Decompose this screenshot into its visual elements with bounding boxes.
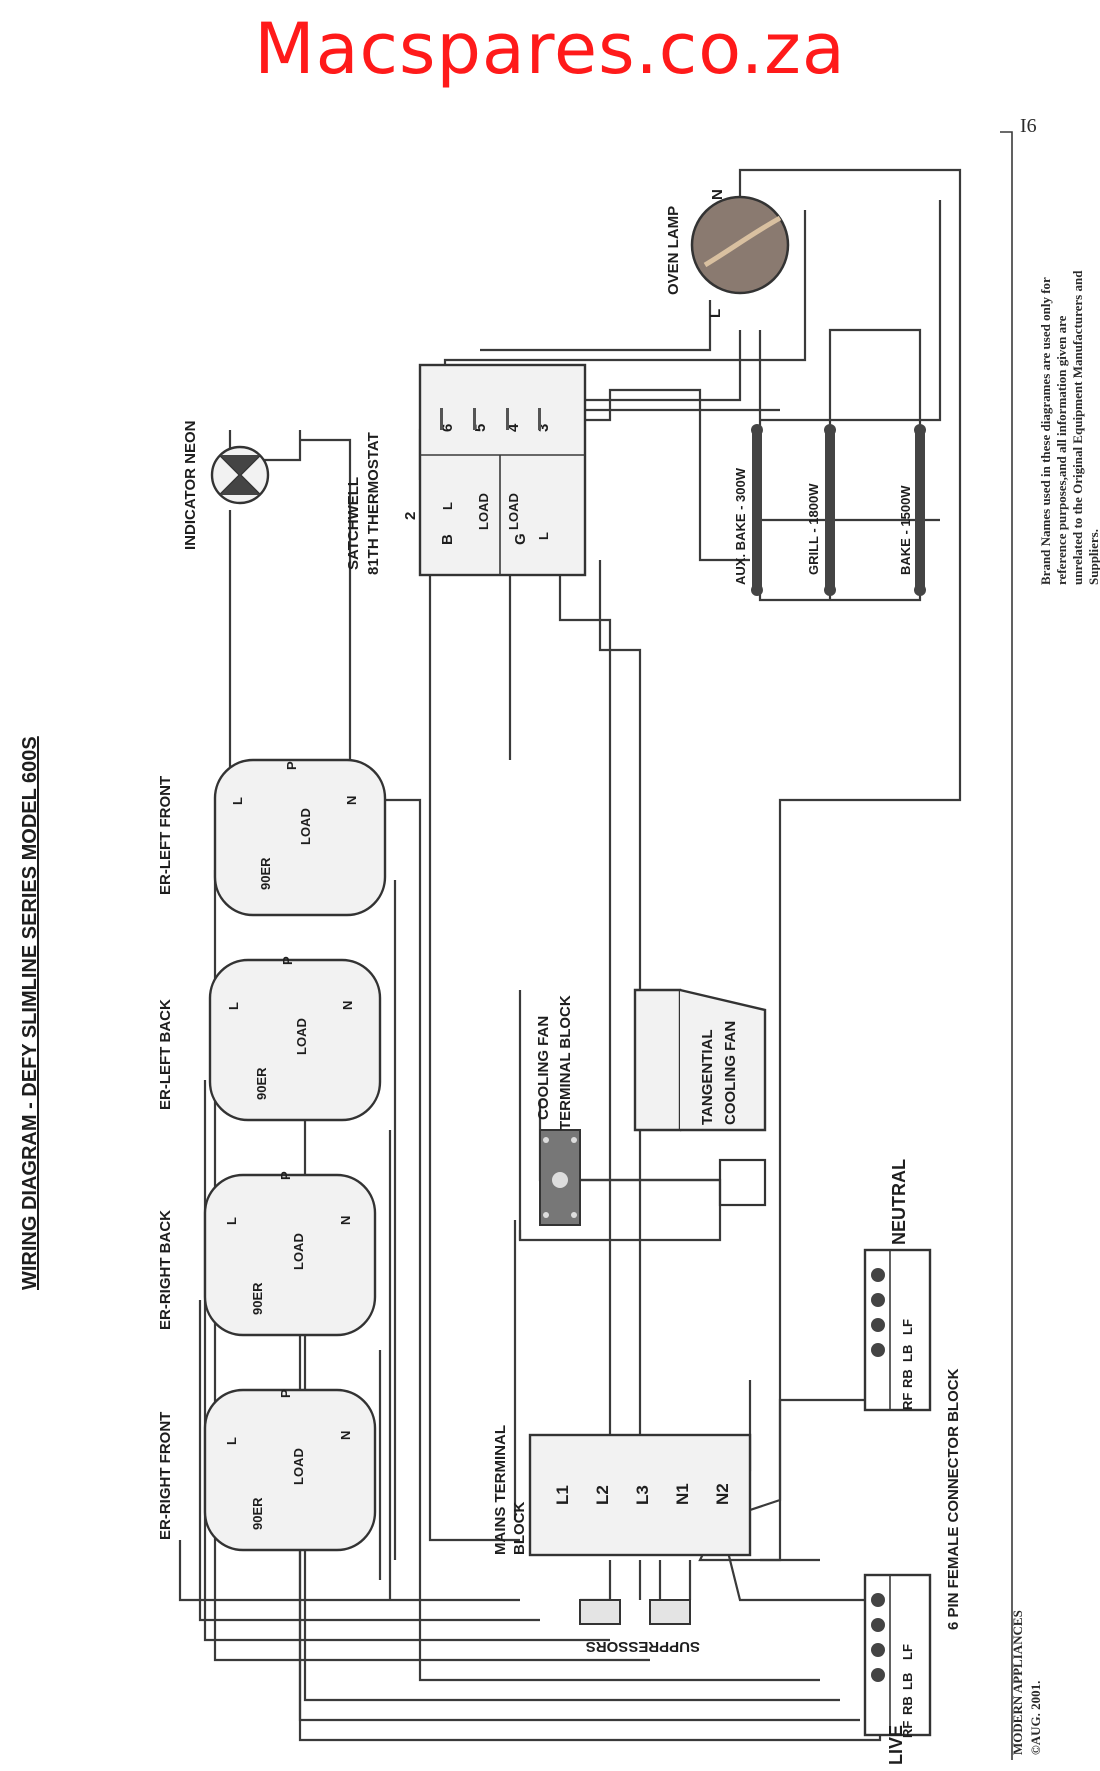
page-number: I6 [1020, 115, 1037, 137]
cooling-fan-terminal-block: COOLING FAN TERMINAL BLOCK [535, 995, 581, 1226]
element-left-front-label: 90ER [258, 857, 273, 890]
connector-live-label: LIVE [886, 1725, 906, 1765]
thermostat-terminal-b: B [439, 534, 456, 545]
element-right-front-name: ER-RIGHT FRONT [157, 1412, 174, 1540]
disclaimer-line-1: Brand Names used in these diagrames are … [1038, 277, 1053, 585]
watermark-text: Macspares.co.za [254, 8, 846, 90]
mains-terminal-l1: L1 [553, 1485, 572, 1505]
element-right-back-label: 90ER [250, 1282, 265, 1315]
heaters: AUX. BAKE - 300W GRILL - 1800W BAKE - 15… [733, 424, 926, 596]
element-right-back: ER-RIGHT BACK 90ER L P LOAD N [157, 1171, 377, 1337]
tangential-fan-line2: COOLING FAN [722, 1021, 739, 1125]
thermostat-terminal-4: 4 [505, 423, 522, 432]
mains-terminal-l3: L3 [633, 1485, 652, 1505]
disclaimer-line-3: unrelated to the Original Equipment Manu… [1070, 270, 1085, 585]
thermostat-terminal-3: 3 [535, 424, 552, 432]
mains-block-line2: BLOCK [511, 1502, 528, 1555]
cooling-fan-block-line1: COOLING FAN [535, 1016, 552, 1120]
element-left-back-l: L [226, 1002, 241, 1010]
element-left-back-n: N [340, 1001, 355, 1010]
connector-live-pin-rb: RB [900, 1696, 915, 1715]
indicator-neon-label: INDICATOR NEON [182, 421, 199, 550]
connector-neutral-pin-rf: RF [900, 1393, 915, 1410]
connector-live: LF LB RB RF LIVE [863, 1573, 932, 1765]
element-left-back-name: ER-LEFT BACK [157, 999, 174, 1110]
tangential-cooling-fan: TANGENTIAL COOLING FAN [633, 988, 767, 1207]
footer-copyright: ©AUG. 2001. [1028, 1681, 1043, 1755]
element-right-back-p: P [278, 1171, 293, 1180]
element-right-front-p: P [278, 1389, 293, 1398]
thermostat-terminal-2: 2 [402, 512, 419, 520]
connector-live-pin-lb: LB [900, 1673, 915, 1690]
oven-lamp-label: OVEN LAMP [665, 206, 682, 295]
element-right-front-l: L [224, 1437, 239, 1445]
disclaimer-line-2: reference purposes,and all information g… [1054, 315, 1069, 585]
connector-live-pin-rf: RF [900, 1721, 915, 1738]
indicator-neon: INDICATOR NEON [182, 421, 270, 550]
element-right-back-load: LOAD [291, 1233, 306, 1270]
thermostat-terminal-l1: L [440, 502, 455, 510]
element-right-front-n: N [338, 1431, 353, 1440]
connector-block-label: 6 PIN FEMALE CONNECTOR BLOCK [945, 1368, 962, 1630]
connector-live-pin-lf: LF [900, 1644, 915, 1660]
connector-neutral: LF LB RB RF NEUTRAL [863, 1159, 932, 1412]
element-right-front-label: 90ER [250, 1497, 265, 1530]
thermostat: SATCHWELL 81TH THERMOSTAT 2 L B LOAD LOA… [345, 363, 587, 577]
suppressors-label: SUPPRESSORS [586, 1638, 700, 1655]
element-right-back-l: L [224, 1217, 239, 1225]
oven-lamp-terminal-l: L [707, 309, 724, 318]
element-left-back-label: 90ER [254, 1067, 269, 1100]
tangential-fan-line1: TANGENTIAL [699, 1029, 716, 1125]
connector-neutral-label: NEUTRAL [889, 1159, 909, 1245]
mains-block-line1: MAINS TERMINAL [492, 1425, 509, 1555]
element-left-front-l: L [230, 797, 245, 805]
element-left-back-load: LOAD [294, 1018, 309, 1055]
element-left-front-p: P [284, 761, 299, 770]
element-left-front: ER-LEFT FRONT 90ER L P LOAD N [157, 758, 387, 917]
element-right-back-n: N [338, 1216, 353, 1225]
thermostat-terminal-5: 5 [472, 424, 489, 432]
element-right-front: ER-RIGHT FRONT 90ER L P LOAD N [157, 1388, 377, 1552]
page-number-rule [1000, 131, 1013, 1760]
suppressors: SUPPRESSORS [579, 1599, 700, 1655]
connector-neutral-pin-rb: RB [900, 1369, 915, 1388]
mains-terminal-block: MAINS TERMINAL BLOCK L1 L2 L3 N1 N2 [492, 1425, 752, 1557]
thermostat-terminal-load1: LOAD [476, 493, 491, 530]
thermostat-name-line1: SATCHWELL [345, 477, 362, 570]
disclaimer-line-4: Suppliers. [1086, 529, 1100, 585]
heater-bake: BAKE - 1500W [898, 485, 913, 575]
thermostat-name-line2: 81TH THERMOSTAT [365, 432, 382, 575]
mains-terminal-l2: L2 [593, 1485, 612, 1505]
element-left-back: ER-LEFT BACK 90ER L P LOAD N [157, 956, 382, 1122]
heater-grill: GRILL - 1800W [806, 483, 821, 575]
diagram-title: WIRING DIAGRAM - DEFY SLIMLINE SERIES MO… [19, 736, 41, 1290]
element-left-back-p: P [280, 956, 295, 965]
disclaimer: Brand Names used in these diagrames are … [1038, 270, 1100, 585]
connector-neutral-pin-lf: LF [900, 1319, 915, 1335]
thermostat-terminal-load2: LOAD [506, 493, 521, 530]
mains-terminal-n1: N1 [673, 1483, 692, 1505]
oven-lamp-terminal-n: N [709, 189, 726, 200]
element-left-front-name: ER-LEFT FRONT [157, 776, 174, 895]
thermostat-terminal-g: G [512, 533, 529, 545]
oven-lamp: OVEN LAMP L N [665, 189, 790, 318]
element-left-front-n: N [344, 796, 359, 805]
element-right-back-name: ER-RIGHT BACK [157, 1210, 174, 1330]
thermostat-terminal-l2: L [536, 532, 551, 540]
wires [178, 168, 962, 1742]
element-right-front-load: LOAD [291, 1448, 306, 1485]
mains-terminal-n2: N2 [713, 1483, 732, 1505]
cooling-fan-block-line2: TERMINAL BLOCK [557, 995, 574, 1130]
connector-neutral-pin-lb: LB [900, 1345, 915, 1362]
element-left-front-load: LOAD [298, 808, 313, 845]
heater-aux-bake: AUX. BAKE - 300W [733, 467, 748, 585]
thermostat-terminal-6: 6 [439, 424, 456, 432]
footer-company: MODERN APPLIANCES [1010, 1610, 1025, 1755]
